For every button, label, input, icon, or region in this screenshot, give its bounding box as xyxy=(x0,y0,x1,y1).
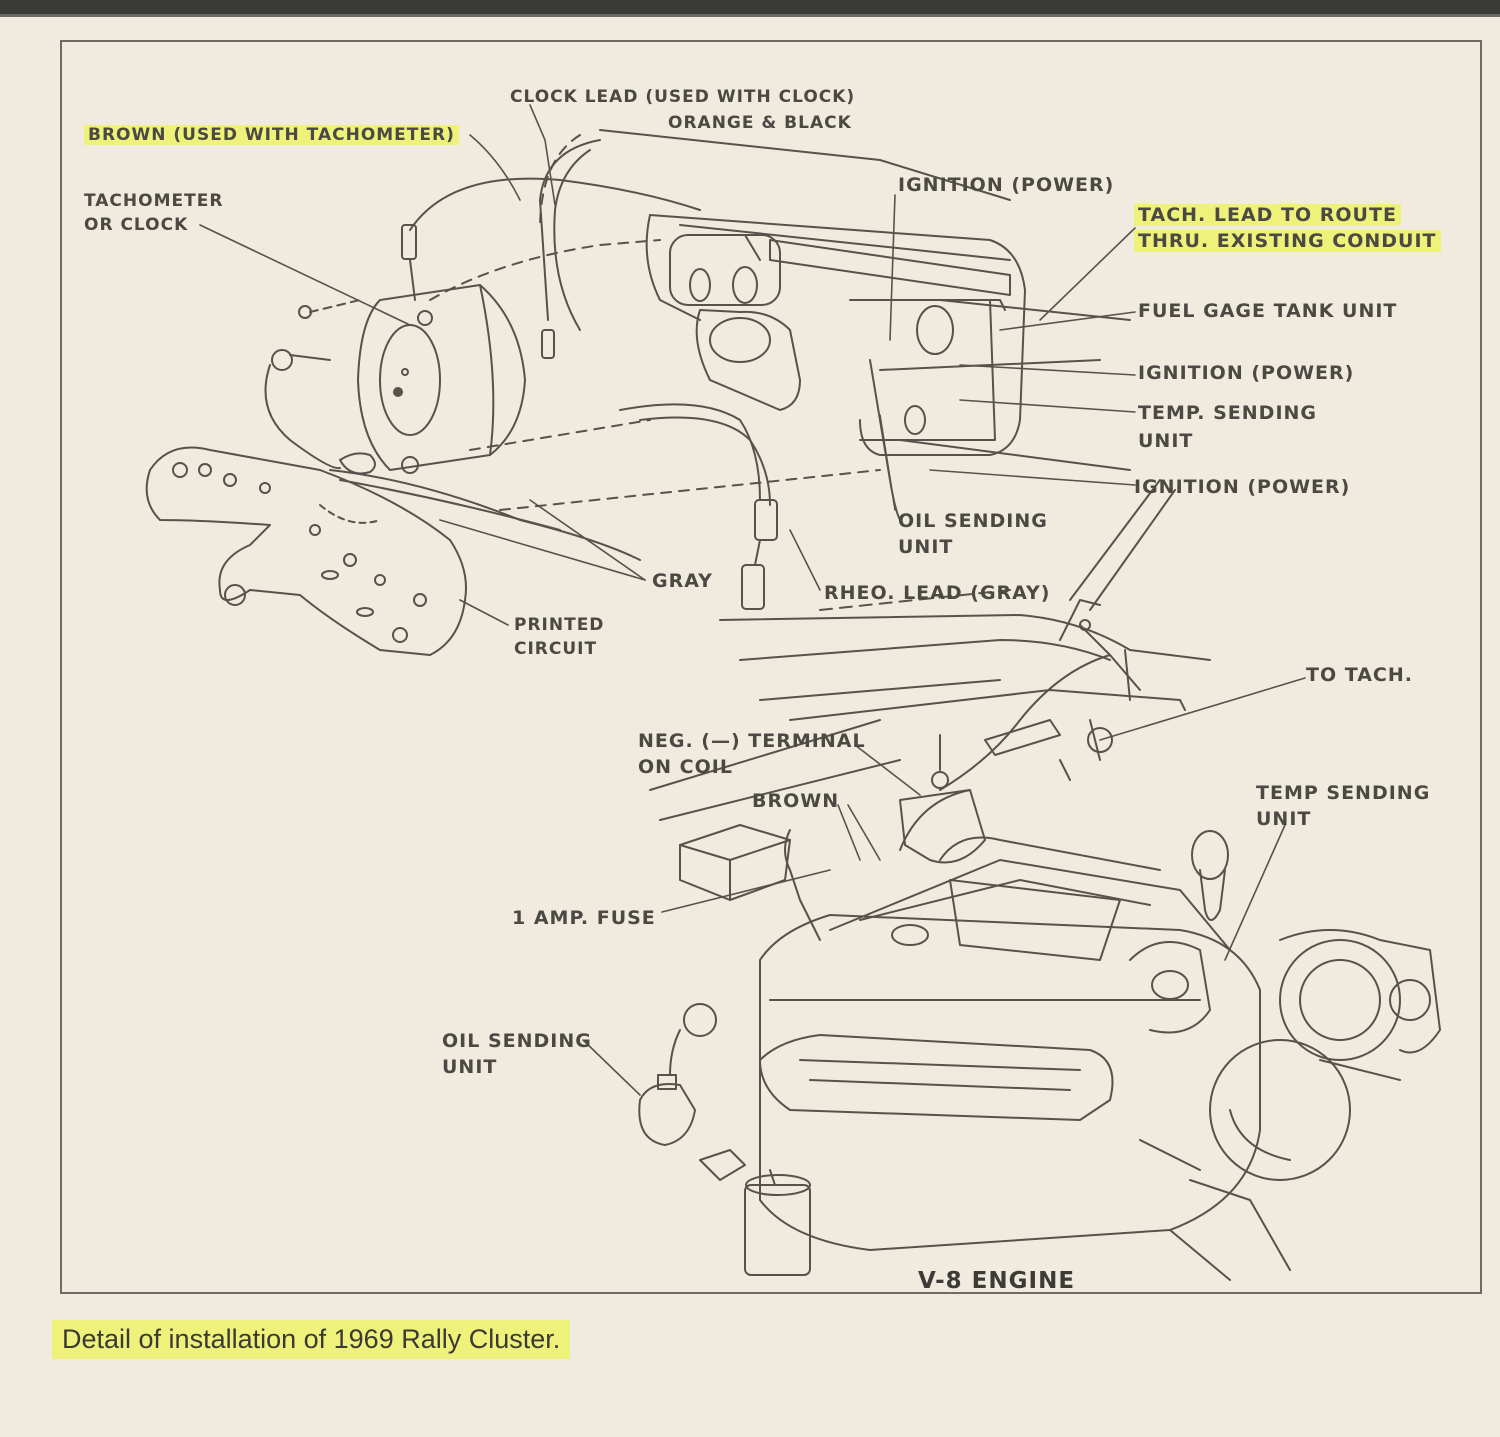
leader-lines xyxy=(199,104,1306,1096)
label-ignition-power-low: IGNITION (POWER) xyxy=(1134,476,1351,498)
label-circuit: CIRCUIT xyxy=(514,639,598,659)
v8-engine xyxy=(759,789,1441,1281)
label-clock-lead: CLOCK LEAD (USED WITH CLOCK) xyxy=(510,87,856,107)
label-temp-sending-engine-unit: UNIT xyxy=(1256,808,1312,830)
label-neg-terminal: NEG. (—) TERMINAL xyxy=(638,730,866,752)
engine-title: V-8 ENGINE xyxy=(918,1268,1076,1294)
label-ignition-power-top: IGNITION (POWER) xyxy=(898,174,1115,196)
cluster-wiring xyxy=(264,139,1131,610)
label-ignition-power-mid: IGNITION (POWER) xyxy=(1138,362,1355,384)
label-orange-black: ORANGE & BLACK xyxy=(668,113,852,133)
label-printed: PRINTED xyxy=(514,615,605,635)
label-oil-sending-engine: OIL SENDING xyxy=(442,1030,592,1052)
label-on-coil: ON COIL xyxy=(638,756,733,778)
ignition-coil xyxy=(679,654,1113,901)
label-gray: GRAY xyxy=(652,570,713,592)
label-or-clock: OR CLOCK xyxy=(84,215,189,235)
diagram-frame xyxy=(60,40,1482,1294)
label-tach-lead-route: TACH. LEAD TO ROUTE xyxy=(1134,202,1401,228)
figure-caption: Detail of installation of 1969 Rally Clu… xyxy=(52,1320,571,1359)
label-thru-existing-conduit: THRU. EXISTING CONDUIT xyxy=(1134,228,1441,254)
label-fuel-gage-tank-unit: FUEL GAGE TANK UNIT xyxy=(1138,300,1398,322)
label-brown: BROWN xyxy=(752,790,840,812)
label-temp-sending-engine: TEMP SENDING xyxy=(1256,782,1431,804)
label-oil-sending-engine-unit: UNIT xyxy=(442,1056,498,1078)
tachometer-gauge xyxy=(271,284,526,475)
label-brown-used-with-tachometer: BROWN (USED WITH TACHOMETER) xyxy=(84,122,459,148)
label-oil-sending: OIL SENDING xyxy=(898,510,1048,532)
label-1-amp-fuse: 1 AMP. FUSE xyxy=(512,907,656,929)
label-temp-sending-unit: UNIT xyxy=(1138,430,1194,452)
label-tachometer: TACHOMETER xyxy=(84,191,224,211)
label-rheo-lead-gray: RHEO. LEAD (GRAY) xyxy=(824,582,1051,604)
label-temp-sending: TEMP. SENDING xyxy=(1138,402,1318,424)
cluster-housing xyxy=(539,129,1026,456)
label-oil-sending-unit: UNIT xyxy=(898,536,954,558)
oil-sending-unit-engine xyxy=(638,1003,811,1276)
printed-circuit-board xyxy=(145,446,467,656)
label-to-tach: TO TACH. xyxy=(1306,664,1413,686)
